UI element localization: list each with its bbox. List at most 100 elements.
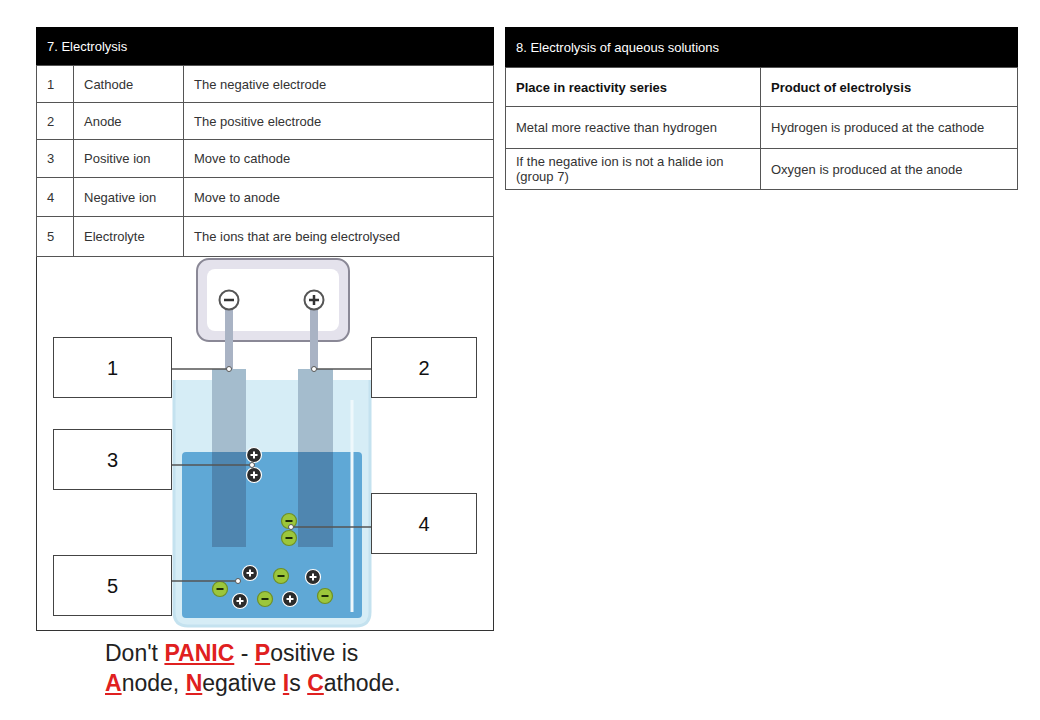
mnemonic-key-letter: N xyxy=(186,670,203,696)
callout-number: 3 xyxy=(107,448,118,472)
table-cell: Hydrogen is produced at the cathode xyxy=(760,106,1018,149)
leader-dot xyxy=(289,525,294,530)
callout-number: 5 xyxy=(107,574,118,598)
table-cell: 3 xyxy=(36,139,74,178)
callout-box: 4 xyxy=(371,493,477,554)
leader-lines xyxy=(171,367,371,584)
table-text: If the negative ion is not a halide ion … xyxy=(516,154,752,184)
table-text: Oxygen is produced at the anode xyxy=(771,162,963,177)
callout-number: 1 xyxy=(107,356,118,380)
mnemonic-text: s xyxy=(289,670,301,696)
table-cell: Cathode xyxy=(73,65,184,103)
callout-number: 2 xyxy=(418,356,429,380)
leader-dot xyxy=(236,579,241,584)
wire xyxy=(225,309,233,371)
leader-line xyxy=(314,368,371,369)
table-cell: Move to anode xyxy=(183,177,494,217)
leader-line xyxy=(171,464,252,465)
table-text: Negative ion xyxy=(84,190,156,205)
mnemonic-text: egative xyxy=(202,670,276,696)
table-cell: The negative electrode xyxy=(183,65,494,103)
table-text: Move to cathode xyxy=(194,151,290,166)
mnemonic-key-letter: I xyxy=(283,670,289,696)
mnemonic-text: Don't xyxy=(105,640,158,666)
table-cell: The ions that are being electrolysed xyxy=(183,216,494,257)
table-cell: 5 xyxy=(36,216,74,257)
mnemonic-key-letter: C xyxy=(307,670,324,696)
table-text: 2 xyxy=(47,114,54,129)
leader-line xyxy=(291,526,371,527)
table-cell: 2 xyxy=(36,102,74,140)
table-cell: 1 xyxy=(36,65,74,103)
table-text: The positive electrode xyxy=(194,114,321,129)
table-text: Product of electrolysis xyxy=(771,80,911,95)
mnemonic-text: - xyxy=(241,640,249,666)
positive-ion xyxy=(243,566,258,581)
table-text: The negative electrode xyxy=(194,77,326,92)
anode-electrode xyxy=(298,452,333,547)
electrolyte-solution xyxy=(182,452,362,618)
table-title: 7. Electrolysis xyxy=(47,39,127,54)
table-cell: Oxygen is produced at the anode xyxy=(760,148,1018,190)
table-text: Electrolyte xyxy=(84,229,145,244)
table-text: Metal more reactive than hydrogen xyxy=(516,120,717,135)
beaker xyxy=(174,380,370,626)
negative-ion xyxy=(258,592,273,607)
table-header: 7. Electrolysis xyxy=(36,27,494,66)
leader-line xyxy=(171,580,238,581)
positive-ion xyxy=(247,468,262,483)
negative-ion xyxy=(274,569,289,584)
table-cell: Electrolyte xyxy=(73,216,184,257)
positive-ion xyxy=(233,594,248,609)
table-text: Move to anode xyxy=(194,190,280,205)
table-text: 4 xyxy=(47,190,54,205)
positive-ion xyxy=(306,570,321,585)
table-text: 1 xyxy=(47,77,54,92)
ions xyxy=(213,448,333,609)
mnemonic-line: Anode,NegativeIsCathode. xyxy=(105,668,401,698)
table-cell: Move to cathode xyxy=(183,139,494,178)
leader-dot xyxy=(312,367,317,372)
table-cell: Positive ion xyxy=(73,139,184,178)
table-text: 3 xyxy=(47,151,54,166)
mnemonic-key-letter: A xyxy=(105,670,122,696)
negative-ion xyxy=(282,514,297,529)
callout-box: 2 xyxy=(371,337,477,398)
table-text: Place in reactivity series xyxy=(516,80,667,95)
table-title: 8. Electrolysis of aqueous solutions xyxy=(516,40,719,55)
leader-dot xyxy=(250,463,255,468)
table-text: Cathode xyxy=(84,77,133,92)
table-cell: Product of electrolysis xyxy=(760,67,1018,107)
table-text: The ions that are being electrolysed xyxy=(194,229,400,244)
table-cell: Metal more reactive than hydrogen xyxy=(505,106,761,149)
table-text: Positive ion xyxy=(84,151,150,166)
table-cell: Anode xyxy=(73,102,184,140)
cathode-electrode xyxy=(212,369,246,452)
wire xyxy=(310,309,318,371)
table-text: Hydrogen is produced at the cathode xyxy=(771,120,984,135)
mnemonic-text: athode. xyxy=(324,670,401,696)
callout-number: 4 xyxy=(418,512,429,536)
diagram-frame xyxy=(37,257,494,631)
table-cell: Negative ion xyxy=(73,177,184,217)
positive-ion xyxy=(283,592,298,607)
table-header: 8. Electrolysis of aqueous solutions xyxy=(505,27,1018,68)
table-text: 5 xyxy=(47,229,54,244)
mnemonic: Don'tPANIC-Positive isAnode,NegativeIsCa… xyxy=(105,638,401,698)
negative-terminal xyxy=(220,291,239,310)
positive-ion xyxy=(247,448,262,463)
mnemonic-text: ositive is xyxy=(270,640,358,666)
power-supply xyxy=(197,259,349,341)
callout-box: 1 xyxy=(53,337,172,398)
leader-dot xyxy=(227,367,232,372)
table-cell: The positive electrode xyxy=(183,102,494,140)
beaker-highlight xyxy=(351,400,354,612)
cathode-electrode xyxy=(212,452,246,547)
mnemonic-key-letter: P xyxy=(255,640,270,666)
mnemonic-key-letter: PANIC xyxy=(164,640,234,666)
negative-ion xyxy=(213,582,228,597)
table-text: Anode xyxy=(84,114,122,129)
anode-electrode xyxy=(298,369,333,452)
callout-box: 3 xyxy=(53,429,172,490)
positive-terminal xyxy=(305,291,324,310)
